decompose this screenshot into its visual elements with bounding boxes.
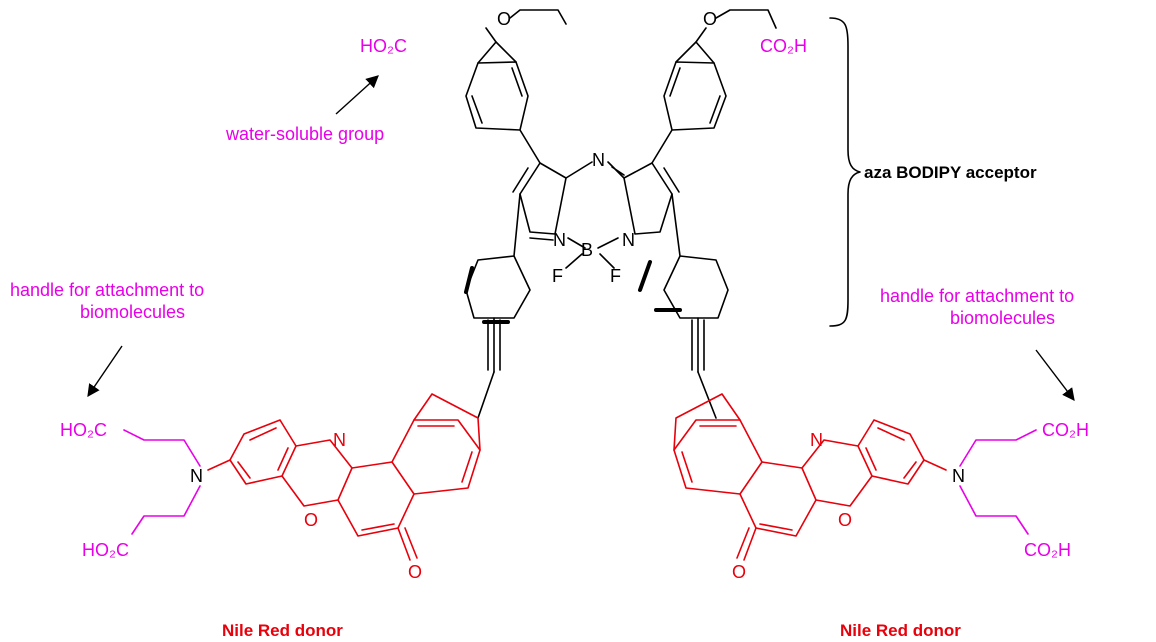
- handle-label-right-line1: handle for attachment to: [880, 286, 1074, 306]
- phenoxazine-oxygen-left: O: [304, 510, 318, 530]
- amine-nitrogen-left: N: [190, 466, 203, 486]
- donor-label-left: Nile Red donor: [222, 621, 343, 640]
- acceptor-label: aza BODIPY acceptor: [864, 163, 1037, 182]
- water-soluble-arrow: [335, 75, 379, 115]
- carboxylic-acid-top-right: CO₂H: [760, 36, 807, 56]
- carbonyl-oxygen-left: O: [408, 562, 422, 582]
- left-pyrrole-nitrogen-atom: N: [553, 230, 566, 250]
- amine-nitrogen-right: N: [952, 466, 965, 486]
- donor-label-right: Nile Red donor: [840, 621, 961, 640]
- propanoic-arm-right-upper: [959, 429, 1037, 467]
- carboxylic-acid-right-lower: CO₂H: [1024, 540, 1071, 560]
- phenoxazine-nitrogen-left: N: [333, 430, 346, 450]
- boron-atom: B: [581, 240, 593, 260]
- handle-label-left-line1: handle for attachment to: [10, 280, 204, 300]
- water-soluble-label: water-soluble group: [225, 124, 384, 144]
- ether-oxygen-right: O: [703, 9, 717, 29]
- ether-oxygen-left: O: [497, 9, 511, 29]
- handle-label-left-line2: biomolecules: [80, 302, 185, 322]
- acceptor-brace: [829, 17, 861, 327]
- aza-bodipy-core: [464, 9, 777, 419]
- propanoic-arm-left-upper: [123, 429, 201, 467]
- carboxylic-acid-left-upper: HO₂C: [60, 420, 107, 440]
- fluorine-atom-right: F: [610, 266, 621, 286]
- nile-red-donor-right: [673, 393, 947, 561]
- propanoic-arm-right-lower: [959, 485, 1029, 535]
- handle-arrow-left: [87, 345, 123, 398]
- right-pyrrole-nitrogen-atom: N: [622, 230, 635, 250]
- meso-nitrogen-atom: N: [592, 150, 605, 170]
- carboxylic-acid-left-lower: HO₂C: [82, 540, 129, 560]
- handle-arrow-right: [1035, 349, 1075, 402]
- carbonyl-oxygen-right: O: [732, 562, 746, 582]
- phenoxazine-oxygen-right: O: [838, 510, 852, 530]
- carboxylic-acid-top-left: HO₂C: [360, 36, 407, 56]
- nile-red-donor-left: [207, 393, 481, 561]
- phenoxazine-nitrogen-right: N: [810, 430, 823, 450]
- propanoic-arm-left-lower: [131, 485, 201, 535]
- carboxylic-acid-right-upper: CO₂H: [1042, 420, 1089, 440]
- fluorine-atom-left: F: [552, 266, 563, 286]
- handle-label-right-line2: biomolecules: [950, 308, 1055, 328]
